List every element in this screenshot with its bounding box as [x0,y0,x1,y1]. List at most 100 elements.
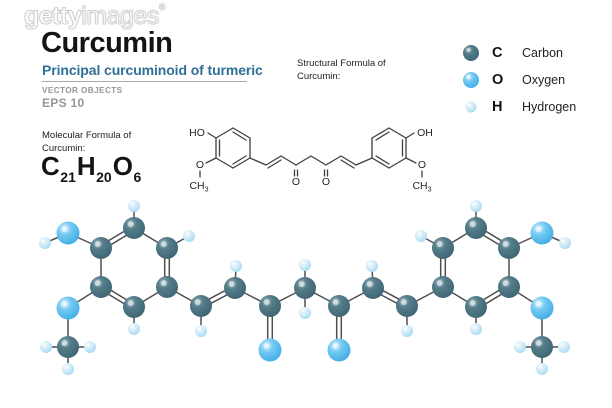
atom-C [123,296,145,318]
atom-highlight [41,239,45,243]
atom-highlight [130,325,134,329]
skeletal-label: OH [417,127,433,139]
molecular-formula-caption: Molecular Formula of Curcumin: [42,129,131,156]
atom-highlight [502,241,509,248]
atom-highlight [469,221,476,228]
atom-C [90,276,112,298]
model-bond [508,232,543,249]
atom-O [56,296,80,320]
model-bond [199,285,235,305]
model-bond [269,287,306,307]
atom-highlight [535,300,542,308]
legend-item-carbon: C Carbon [460,42,576,64]
skeletal-bond [388,127,407,139]
model-bond [133,286,168,308]
model-bond [476,288,511,310]
atom-highlight [561,239,565,243]
atom-highlight [332,299,339,306]
model-bond [304,287,340,307]
atom-H [40,341,52,353]
structural-caption-line2: Curcumin: [297,71,341,83]
atom-H [415,230,427,242]
skeletal-bond [232,131,247,141]
atom-C [156,276,178,298]
skeletal-bond [249,157,267,166]
model-bond [201,289,237,309]
atom-C [156,237,178,259]
atom-highlight [436,241,443,248]
skeletal-label: O [196,159,204,171]
model-bond [371,265,374,289]
atom-H [558,341,570,353]
atom-highlight [185,232,189,236]
vector-objects-label: VECTOR OBJECTS [42,86,123,95]
atom-highlight [301,261,305,265]
legend-item-oxygen: O Oxygen [460,69,576,91]
model-bond [476,225,511,247]
skeletal-bond [325,155,342,166]
skeletal-bond [215,157,234,169]
atom-H [128,323,140,335]
model-bond [101,229,136,251]
atom-C [57,336,79,358]
atom-highlight [86,343,90,347]
atom-C [432,237,454,259]
atom-H [366,260,378,272]
model-bond [166,286,202,307]
watermark-images: images [81,2,160,31]
formula-element: H [76,151,97,181]
atom-highlight [436,280,443,287]
atom-highlight [560,343,564,347]
hydrogen-ball-icon [465,101,477,113]
atom-highlight [400,299,407,306]
atom-highlight [61,300,68,308]
model-bond [508,286,543,309]
atom-highlight [194,299,201,306]
skeletal-bond [232,127,251,139]
atom-highlight [64,365,68,369]
skeletal-bond [405,157,417,164]
atom-C [396,295,418,317]
skeletal-bond [232,157,251,169]
atom-C [328,295,350,317]
model-bond [474,284,509,306]
atom-C [465,217,487,239]
atom-highlight [332,342,339,350]
atom-C [465,296,487,318]
atom-highlight [403,327,407,331]
atom-C [294,277,316,299]
atom-highlight [472,202,476,206]
legend-name-carbon: Carbon [522,46,563,60]
atom-H [230,260,242,272]
legend-symbol-hydrogen: H [492,99,503,115]
skeletal-label: O [292,176,300,188]
formula-element: O [112,151,134,181]
model-bond [44,232,69,244]
atom-highlight [298,281,305,288]
skeletal-label: HO [189,127,205,139]
atom-highlight [127,300,134,307]
atom-highlight [160,280,167,287]
skeletal-label: O [418,159,426,171]
atom-highlight [130,202,134,206]
model-bond [101,284,136,306]
skeletal-bond [205,157,217,164]
atom-H [183,230,195,242]
model-bond [373,285,409,305]
skeletal-bond [375,155,390,165]
atom-highlight [366,281,373,288]
molecular-caption-line2: Curcumin: [42,143,86,155]
atom-H [401,325,413,337]
atom-highlight [472,325,476,329]
atom-highlight [228,281,235,288]
atom-H [128,200,140,212]
model-bond [67,232,102,249]
skeletal-label: CH3 [189,180,208,194]
atom-O [327,338,351,362]
model-bond [371,289,407,309]
atom-C [224,277,246,299]
atom-H [39,237,51,249]
eps-label: EPS 10 [42,96,85,110]
model-bond [234,287,271,307]
